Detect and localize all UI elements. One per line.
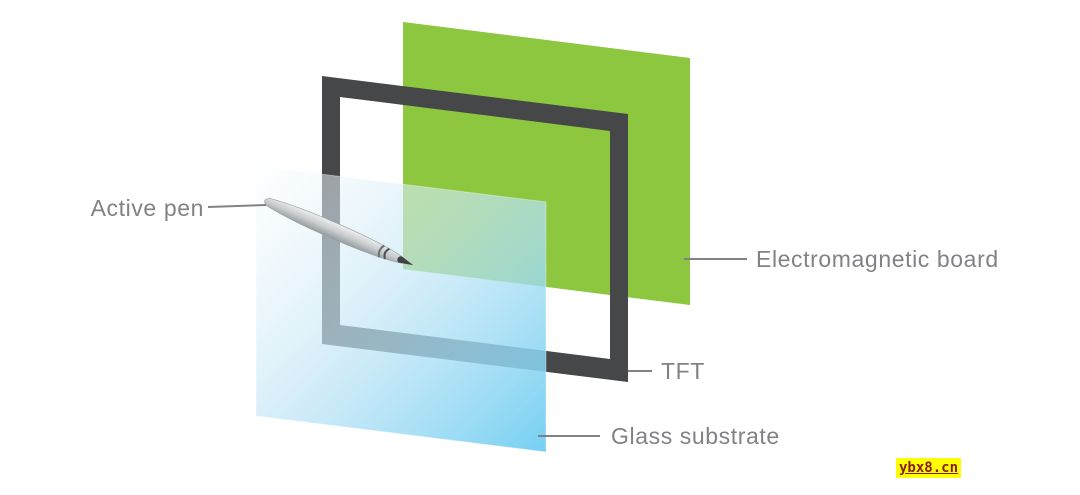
pen-tip (397, 256, 413, 266)
active-pen-leader-line (207, 204, 267, 208)
tft-label: TFT (661, 358, 705, 384)
glass-substrate-label: Glass substrate (611, 423, 780, 449)
active-pen-label: Active pen (91, 195, 204, 221)
glass-substrate-panel (255, 165, 547, 453)
pen-grip-ring (377, 244, 385, 258)
watermark: ybx8.cn (896, 458, 962, 478)
active-pen (264, 198, 414, 266)
electromagnetic-board-label: Electromagnetic board (756, 246, 999, 272)
pen-grip-ring-2 (383, 247, 390, 260)
